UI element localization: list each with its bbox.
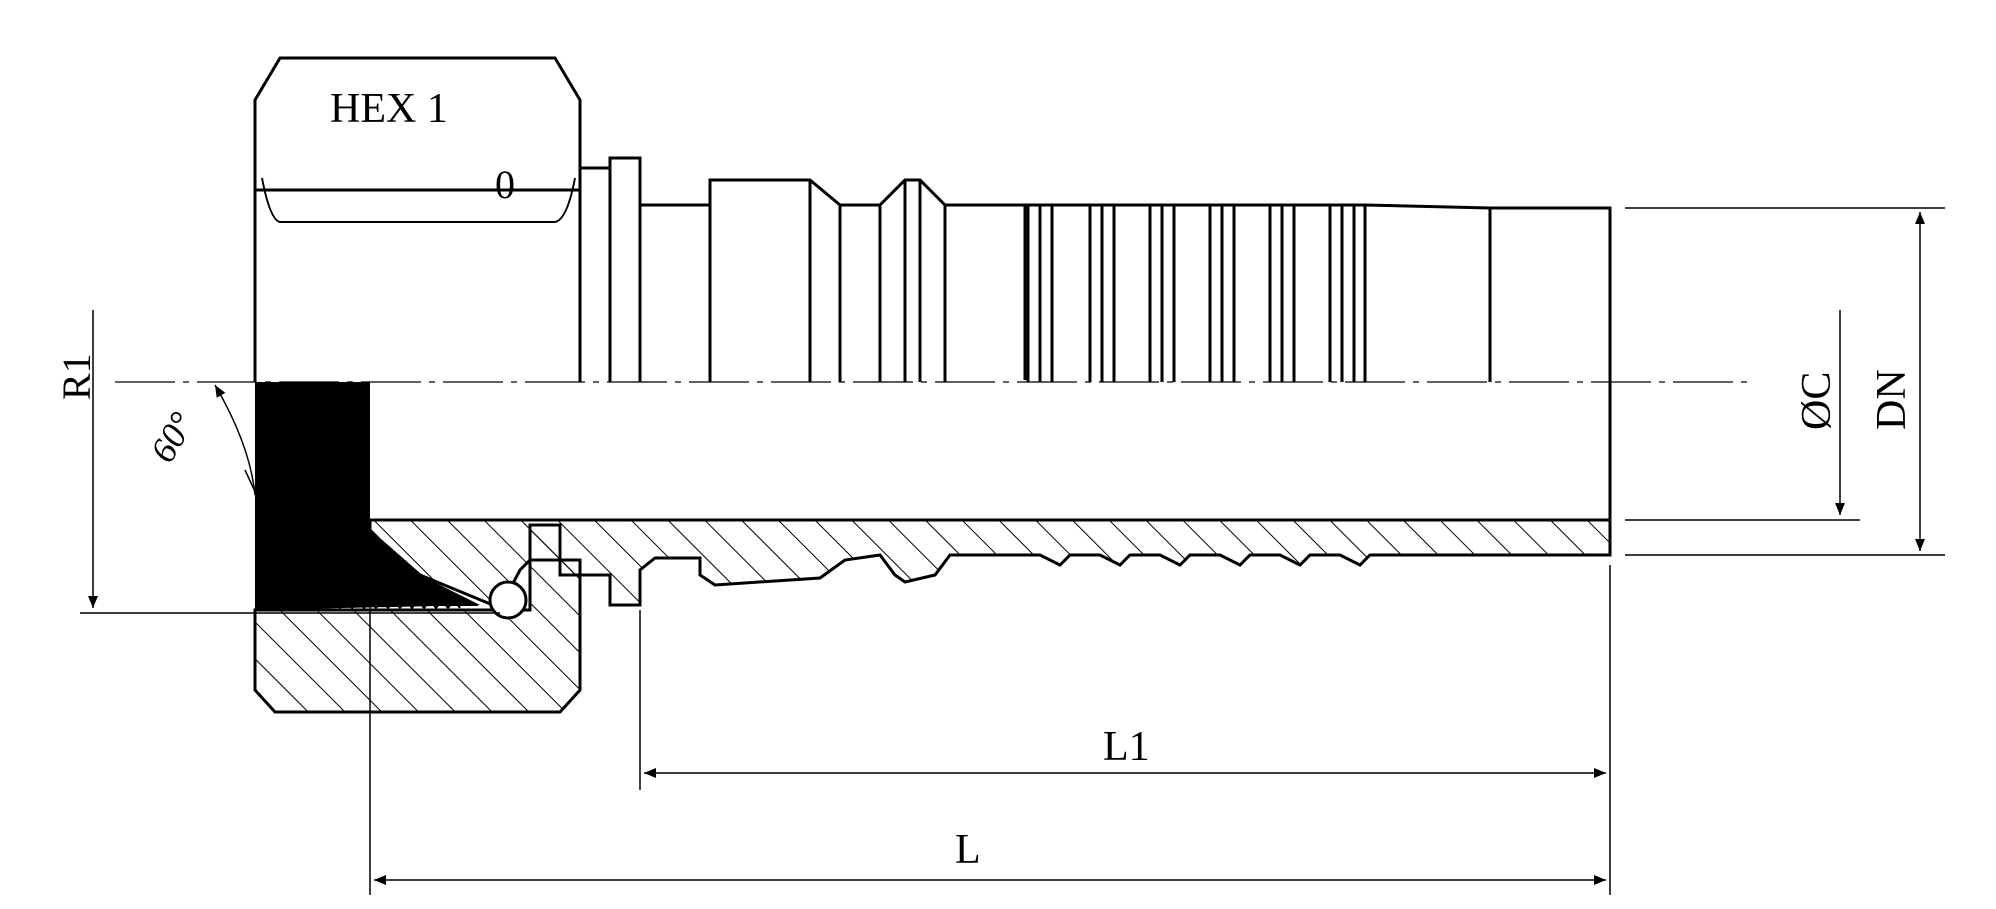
label-r1: R1	[54, 353, 99, 400]
dimension-r1	[80, 310, 500, 614]
o-ring-circle	[488, 580, 528, 620]
dimension-l1	[639, 565, 1611, 895]
nut-thread	[255, 382, 480, 610]
hex-nut-outline	[253, 56, 582, 382]
label-angle: 60°	[142, 405, 202, 469]
label-l1: L1	[1103, 724, 1150, 770]
stem-serrations	[1026, 205, 1356, 382]
label-oring: 0	[495, 162, 515, 207]
angle-indicator	[214, 384, 259, 499]
label-hex: HEX 1	[330, 86, 448, 132]
dimension-diameter-c	[1625, 310, 1860, 521]
stem-section	[368, 518, 1612, 610]
thread-teeth	[260, 598, 478, 610]
stem-outline	[578, 156, 1612, 382]
label-diameter-c: ØC	[1794, 372, 1840, 430]
dimension-l	[369, 525, 1606, 895]
label-l: L	[955, 827, 981, 873]
label-dn: DN	[1869, 369, 1915, 430]
dimension-dn	[1625, 207, 1945, 556]
